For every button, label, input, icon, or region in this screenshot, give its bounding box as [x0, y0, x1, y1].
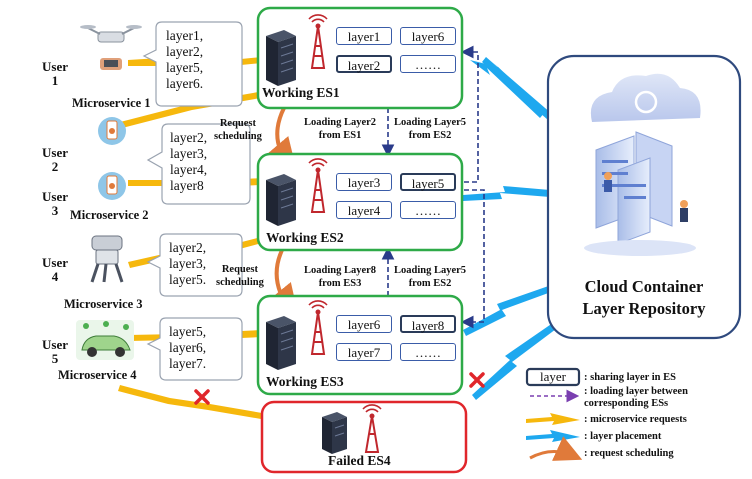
layer-chip: …… [400, 343, 456, 361]
repository-title: Cloud Container Layer Repository [582, 277, 706, 318]
loading-layer5-label-1: Loading Layer5 from ES2 [394, 117, 467, 141]
legend-text-requests: : microservice requests [584, 414, 687, 425]
legend-shared-layer-swatch [525, 367, 581, 387]
es2-label: Working ES2 [266, 230, 344, 245]
layer-chip: …… [400, 201, 456, 219]
legend-blue-bolt [526, 430, 580, 442]
loading-layer5-label-2: Loading Layer5 from ES2 [394, 265, 467, 289]
loading-layer8-label: Loading Layer8 from ES3 [304, 265, 377, 289]
user-5-label: User 5 [42, 337, 68, 366]
server-rack-icon [266, 174, 296, 226]
bubble-ms3 [146, 233, 243, 297]
phone-user-icon [98, 172, 126, 200]
es1-label: Working ES1 [262, 85, 340, 100]
shared-layer-chip: layer5 [400, 173, 456, 191]
shared-layer-chip: layer8 [400, 315, 456, 333]
loading-arrow-es2-to-es1 [456, 45, 479, 183]
layer-chip: layer3 [336, 173, 392, 191]
legend-yellow-bolt [526, 413, 580, 425]
legend-text-loading: : loading layer between corresponding ES… [584, 386, 688, 409]
robot-icon [90, 235, 124, 283]
placement-bolt-es1b [482, 57, 552, 120]
failure-mark-icon [194, 389, 210, 405]
placement-bolt-es4 [472, 318, 564, 400]
layer-chip: layer6 [336, 315, 392, 333]
legend-text-placement: : layer placement [584, 431, 662, 442]
layer-chip: layer4 [336, 201, 392, 219]
phone-user-icon [98, 117, 126, 145]
legend-symbols [525, 367, 583, 461]
legend-orange-arc [529, 436, 583, 461]
bubble-ms1-layers: layer1, layer2, layer5, layer6. [166, 28, 204, 91]
bubble-ms4-layers: layer5, layer6, layer7. [169, 324, 207, 371]
antenna-tower-icon [362, 404, 382, 453]
placement-bolt-es3 [463, 282, 562, 336]
server-rack-icon [266, 316, 296, 370]
es4-box [260, 400, 468, 474]
bubble-ms4 [146, 317, 243, 381]
legend-text-scheduling: : request scheduling [584, 448, 674, 459]
layer-chip: layer6 [400, 27, 456, 45]
legend-text-sharing: : sharing layer in ES [584, 372, 676, 383]
placement-bolt-es2 [463, 186, 550, 201]
layer-chip: …… [400, 55, 456, 73]
bubble-ms3-layers: layer2, layer3, layer5. [169, 240, 207, 287]
car-icon [76, 320, 134, 360]
user-2-label: User 2 [42, 145, 68, 174]
loading-arrows [381, 45, 485, 329]
microservice-3-label: Microservice 3 [64, 297, 143, 311]
cloud-server-icon [584, 73, 701, 256]
microservice-4-label: Microservice 4 [58, 368, 137, 382]
es4-label: Failed ES4 [328, 453, 391, 468]
bubble-ms2-layers: layer2, layer3, layer4, layer8 [170, 130, 208, 193]
bubble-ms1 [142, 21, 243, 107]
antenna-tower-icon [308, 300, 328, 355]
es3-label: Working ES3 [266, 374, 344, 389]
user-4-label: User 4 [42, 255, 68, 284]
microservice-2-label: Microservice 2 [70, 208, 149, 222]
layer-chip: layer7 [336, 343, 392, 361]
antenna-tower-icon [308, 158, 328, 213]
antenna-tower-icon [308, 14, 328, 69]
loading-arrow-es2-to-es3 [456, 189, 485, 329]
failure-mark-icon [469, 372, 485, 388]
antenna-tower-icons [308, 14, 382, 453]
server-rack-icon [322, 412, 347, 454]
request-bolt-failed [118, 385, 262, 419]
server-rack-icons [266, 30, 347, 454]
shared-layer-chip: layer2 [336, 55, 392, 73]
user-1-label: User 1 [42, 59, 68, 88]
request-scheduling-label-1: Request scheduling [214, 118, 262, 142]
layer-chip: layer1 [336, 27, 392, 45]
bubble-ms2 [146, 123, 251, 205]
user-3-label: User 3 [42, 189, 68, 218]
server-rack-icon [266, 30, 296, 86]
drone-icon [80, 25, 142, 70]
loading-layer2-label: Loading Layer2 from ES1 [304, 117, 377, 141]
request-scheduling-label-2: Request scheduling [216, 264, 264, 288]
legend-symbol-layer: layer [540, 369, 566, 384]
microservice-1-label: Microservice 1 [72, 96, 151, 110]
placement-bolt-es1 [470, 60, 545, 118]
bubbles [142, 21, 251, 381]
